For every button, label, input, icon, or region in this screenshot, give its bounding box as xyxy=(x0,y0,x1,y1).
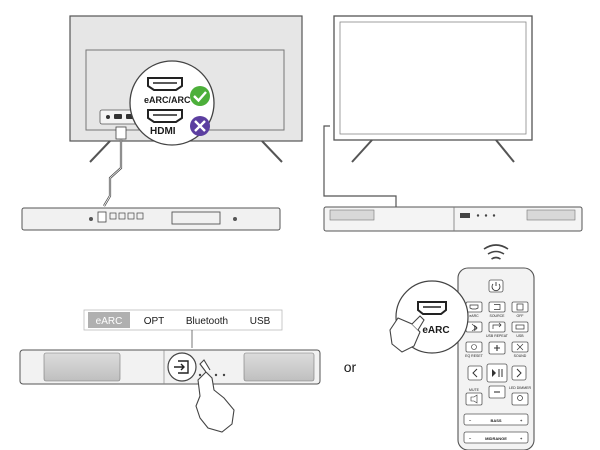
hdmi-port-callout: eARC/ARC HDMI xyxy=(129,60,215,146)
midrange-minus-label: − xyxy=(469,436,472,441)
bass-minus-label: − xyxy=(469,418,472,423)
mode-indicator-bar: eARC OPT Bluetooth USB xyxy=(83,309,283,331)
remote-earc-label: eARC xyxy=(469,314,479,318)
remote-volume-down-button[interactable] xyxy=(488,385,506,399)
remote-play-pause-button[interactable] xyxy=(486,363,508,383)
bass-label: BASS xyxy=(490,418,501,423)
remote-earc-callout: eARC xyxy=(389,280,469,354)
remote-bass-control[interactable]: − BASS + xyxy=(463,413,529,426)
source-input-icon xyxy=(174,360,189,374)
remote-eq-reset-button[interactable]: EQ RESET xyxy=(465,341,484,358)
speaker-grille-left xyxy=(43,352,121,382)
earc-arc-label: eARC/ARC xyxy=(144,95,191,105)
remote-earc-callout-label: eARC xyxy=(422,325,449,336)
pressing-hand-icon xyxy=(195,359,235,433)
hdmi-icon xyxy=(147,109,183,123)
remote-eq-reset-label: EQ RESET xyxy=(465,354,484,358)
remote-sound-label: SOUND xyxy=(514,354,527,358)
power-button[interactable] xyxy=(488,279,504,293)
remote-sound-button[interactable]: SOUND xyxy=(511,341,529,358)
remote-previous-button[interactable] xyxy=(467,365,483,381)
remote-bluetooth-button[interactable] xyxy=(465,321,483,333)
wireless-signal-icon xyxy=(483,244,509,260)
source-button[interactable] xyxy=(167,352,197,382)
remote-volume-up-button[interactable] xyxy=(488,341,506,355)
remote-next-button[interactable] xyxy=(511,365,527,381)
remote-source-button[interactable]: SOURCE xyxy=(488,301,506,318)
midrange-plus-label: + xyxy=(520,436,523,441)
remote-usb-button[interactable]: USB xyxy=(511,321,529,338)
remote-led-dimmer-label: LED DIMMER xyxy=(509,386,531,390)
mode-usb: USB xyxy=(250,316,271,327)
soundbar-front-view xyxy=(323,206,583,232)
hdmi-cable xyxy=(323,125,397,208)
remote-source-label: SOURCE xyxy=(490,314,506,318)
check-icon xyxy=(190,86,210,106)
remote-led-dimmer-button[interactable]: LED DIMMER xyxy=(509,386,531,406)
or-separator: or xyxy=(344,359,357,375)
remote-usb-label: USB xyxy=(516,334,524,338)
remote-usb-repeat-button[interactable]: USB REPEAT xyxy=(486,321,509,338)
midrange-label: MIDRANGE xyxy=(485,436,507,441)
active-mode-highlight xyxy=(88,312,130,328)
hdmi-icon xyxy=(147,77,183,91)
pressing-hand-icon xyxy=(389,315,425,353)
remote-midrange-control[interactable]: − MIDRANGE + xyxy=(463,431,529,444)
remote-off-label: OFF xyxy=(517,314,524,318)
soundbar-back-view xyxy=(21,207,281,231)
remote-usb-repeat-label: USB REPEAT xyxy=(486,334,509,338)
remote-mute-label: MUTE xyxy=(469,388,480,392)
remote-mute-button[interactable]: MUTE xyxy=(465,388,483,406)
hdmi-cable xyxy=(103,126,127,207)
hdmi-label: HDMI xyxy=(150,126,176,137)
remote-control: eARC SOURCE OFF USB REPEAT USB xyxy=(457,267,535,450)
hdmi-icon xyxy=(417,301,447,315)
mode-bluetooth: Bluetooth xyxy=(186,316,228,327)
bass-plus-label: + xyxy=(520,418,523,423)
remote-earc-button[interactable]: eARC xyxy=(465,301,483,318)
mode-earc: eARC xyxy=(96,316,123,327)
remote-off-button[interactable]: OFF xyxy=(511,301,529,318)
tv-front-illustration xyxy=(333,15,533,163)
cross-icon xyxy=(190,116,210,136)
mode-opt: OPT xyxy=(144,316,165,327)
speaker-grille-right xyxy=(243,352,315,382)
